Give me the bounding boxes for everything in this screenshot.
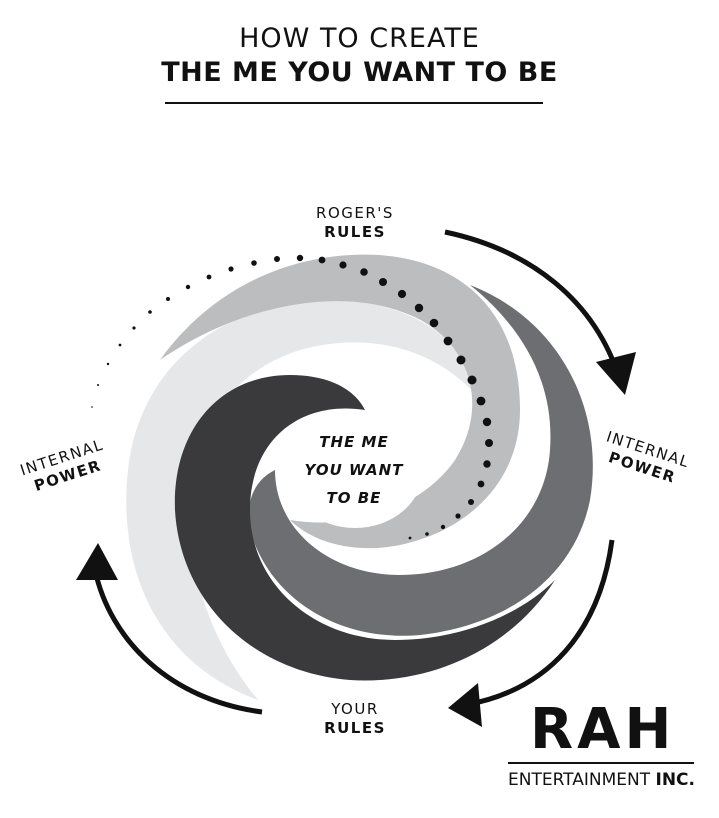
rah-logo: RAH ENTERTAINMENT INC.: [508, 697, 698, 790]
arrow-bottom-left: [92, 569, 263, 715]
label-rogers: ROGER'S: [316, 204, 394, 222]
arrow-top-right-head: [596, 352, 636, 395]
swirl-band-gray: [248, 285, 593, 636]
label-your: YOUR: [331, 700, 379, 718]
arrow-bottom-left-head: [76, 543, 118, 580]
logo-sub-light: ENTERTAINMENT: [508, 770, 651, 790]
center-line-1: THE ME: [319, 433, 389, 451]
logo-sub-bold: INC.: [655, 770, 696, 790]
label-your-rules: YOUR RULES: [290, 700, 420, 738]
label-rules-top: RULES: [324, 223, 386, 241]
label-rogers-rules: ROGER'S RULES: [290, 204, 420, 242]
center-hole: [287, 412, 423, 528]
arrow-bottom-right-head: [448, 683, 482, 727]
logo-subtitle: ENTERTAINMENT INC.: [508, 770, 698, 790]
arrow-top-right: [444, 229, 623, 381]
arrow-bottom-right: [464, 539, 615, 708]
center-line-3: TO BE: [326, 489, 382, 507]
center-line-2: YOU WANT: [304, 461, 404, 479]
dotted-path: [91, 254, 493, 540]
swirl-band-light: [126, 300, 480, 700]
logo-wordmark: RAH: [530, 697, 676, 762]
logo-divider: [508, 762, 694, 764]
center-label: THE ME YOU WANT TO BE: [292, 428, 416, 512]
title-block: HOW TO CREATE THE ME YOU WANT TO BE: [0, 22, 719, 90]
label-rules-bottom: RULES: [324, 719, 386, 737]
swirl-band-dark: [174, 375, 556, 681]
title-line-1: HOW TO CREATE: [239, 23, 480, 54]
title-line-2: THE ME YOU WANT TO BE: [161, 57, 558, 88]
title-underline: [165, 102, 543, 104]
